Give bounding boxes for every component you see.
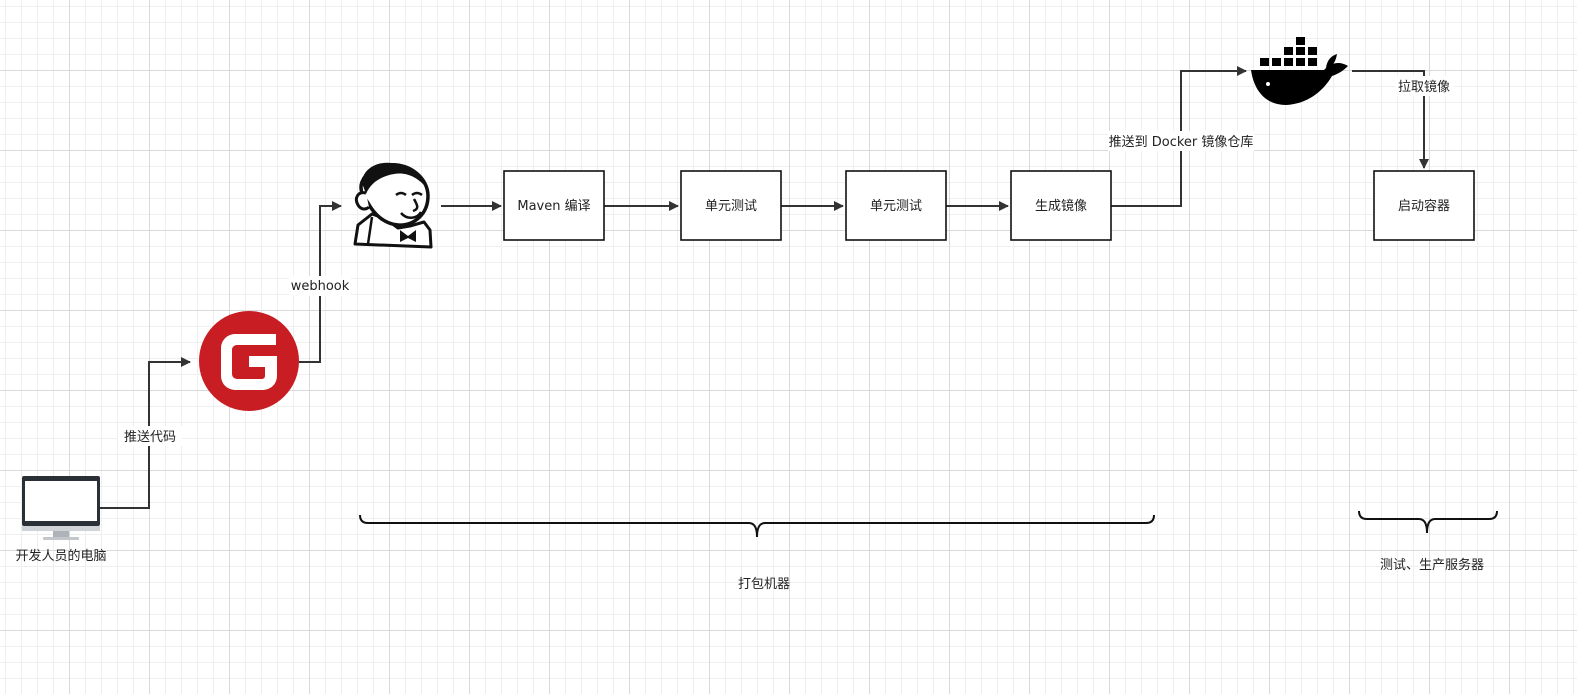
edge-label-push-registry: 推送到 Docker 镜像仓库 [1109,134,1254,150]
edge-label-webhook: webhook [291,279,350,294]
edge-label-pull-image: 拉取镜像 [1398,80,1450,95]
computer-icon [22,476,100,540]
node-unit-test-1: 单元测试 [680,170,782,241]
edge-label-push-code: 推送代码 [124,430,176,445]
gitee-icon [199,311,299,411]
node-label-unit-test-2: 单元测试 [870,199,922,214]
node-unit-test-2: 单元测试 [845,170,947,241]
brace-build-machine [359,514,1155,538]
brace-test-prod-servers [1358,510,1498,534]
node-maven-build: Maven 编译 [503,170,605,241]
node-label-start-container: 启动容器 [1398,198,1450,214]
group-label-test-prod-servers: 测试、生产服务器 [1380,557,1484,573]
docker-icon [1251,37,1348,105]
edge-label-bg [1394,76,1454,96]
edge-label-bg [289,276,351,296]
jenkins-icon [353,162,433,249]
edge-label-bg [1108,131,1254,151]
node-build-image: 生成镜像 [1010,170,1112,241]
edge-label-bg [118,426,182,446]
edge-docker-to-container [1352,70,1429,169]
node-label-unit-test-1: 单元测试 [705,199,757,214]
node-label-maven-build: Maven 编译 [517,199,590,214]
node-label-build-image: 生成镜像 [1035,199,1087,214]
node-start-container: 启动容器 [1373,170,1475,241]
node-label-developer-pc: 开发人员的电脑 [15,548,106,564]
group-label-build-machine: 打包机器 [738,577,790,592]
